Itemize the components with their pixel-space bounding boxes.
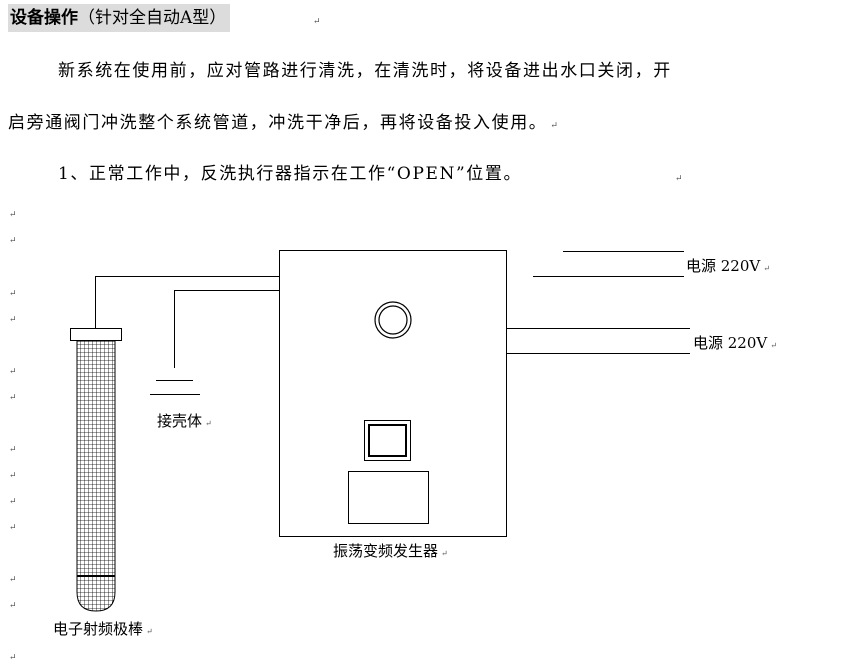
paragraph-text: 启旁通阀门冲洗整个系统管道，冲洗干净后，再将设备投入使用。 <box>8 113 548 133</box>
paragraph-mark-icon: ↵ <box>9 393 17 403</box>
paragraph-mark-icon: ↵ <box>146 627 153 636</box>
ground-label: 接壳体↵ <box>157 412 212 433</box>
paragraph-mark-icon: ↵ <box>550 121 558 131</box>
paragraph-mark-icon: ↵ <box>9 445 17 455</box>
paragraph-mark-icon: ↵ <box>9 236 17 246</box>
heading-rest-text: （针对全自动A型） <box>78 8 227 28</box>
power-label-2: 电源 220V↵ <box>693 334 777 355</box>
power-label-1: 电源 220V↵ <box>686 257 770 278</box>
paragraph-mark-icon: ↵ <box>9 653 17 663</box>
section-heading: 设备操作（针对全自动A型） <box>8 4 231 32</box>
electrode-wire <box>95 276 280 328</box>
paragraph-mark-icon: ↵ <box>205 419 212 428</box>
generator-label: 振荡变频发生器↵ <box>333 542 448 563</box>
generator-box <box>279 250 507 537</box>
paragraph-text: 1、正常工作中，反洗执行器指示在工作“OPEN”位置。 <box>58 164 523 184</box>
switch-outer-icon <box>364 420 411 461</box>
power-label-text: 电源 220V <box>693 334 768 352</box>
paragraph-mark-icon: ↵ <box>9 601 17 611</box>
paragraph-text: 新系统在使用前，应对管路进行清洗，在清洗时，将设备进出水口关闭，开 <box>58 61 672 81</box>
paragraph-mark-icon: ↵ <box>9 315 17 325</box>
paragraph-mark-icon: ↵ <box>770 341 777 350</box>
electrode-cap <box>70 328 122 341</box>
indicator-light-inner-icon <box>378 305 408 335</box>
paragraph-mark-icon: ↵ <box>9 575 17 585</box>
electrode-rod <box>76 340 116 612</box>
power-label-text: 电源 220V <box>686 257 761 275</box>
paragraph-mark-icon: ↵ <box>9 497 17 507</box>
heading-bold-text: 设备操作 <box>10 8 78 28</box>
paragraph-mark-icon: ↵ <box>675 174 683 184</box>
electrode-label: 电子射频极棒↵ <box>53 620 153 641</box>
paragraph-mark-icon: ↵ <box>9 367 17 377</box>
paragraph-mark-icon: ↵ <box>441 549 448 558</box>
paragraph-mark-icon: ↵ <box>763 264 770 273</box>
indicator-light-icon <box>374 301 412 339</box>
paragraph-2: 1、正常工作中，反洗执行器指示在工作“OPEN”位置。 <box>58 162 522 186</box>
paragraph-1-line-1: 新系统在使用前，应对管路进行清洗，在清洗时，将设备进出水口关闭，开 <box>58 59 672 83</box>
paragraph-mark-icon: ↵ <box>9 523 17 533</box>
ground-label-text: 接壳体 <box>157 412 203 430</box>
paragraph-mark-icon: ↵ <box>9 210 17 220</box>
paragraph-1-line-2: 启旁通阀门冲洗整个系统管道，冲洗干净后，再将设备投入使用。↵ <box>8 111 558 138</box>
paragraph-mark-icon: ↵ <box>313 17 321 27</box>
electrode-label-text: 电子射频极棒 <box>53 620 144 638</box>
switch-inner-icon <box>368 424 407 457</box>
display-panel <box>348 471 429 524</box>
generator-label-text: 振荡变频发生器 <box>333 542 439 560</box>
paragraph-mark-icon: ↵ <box>9 289 17 299</box>
ground-wire <box>174 290 280 368</box>
paragraph-mark-icon: ↵ <box>9 471 17 481</box>
